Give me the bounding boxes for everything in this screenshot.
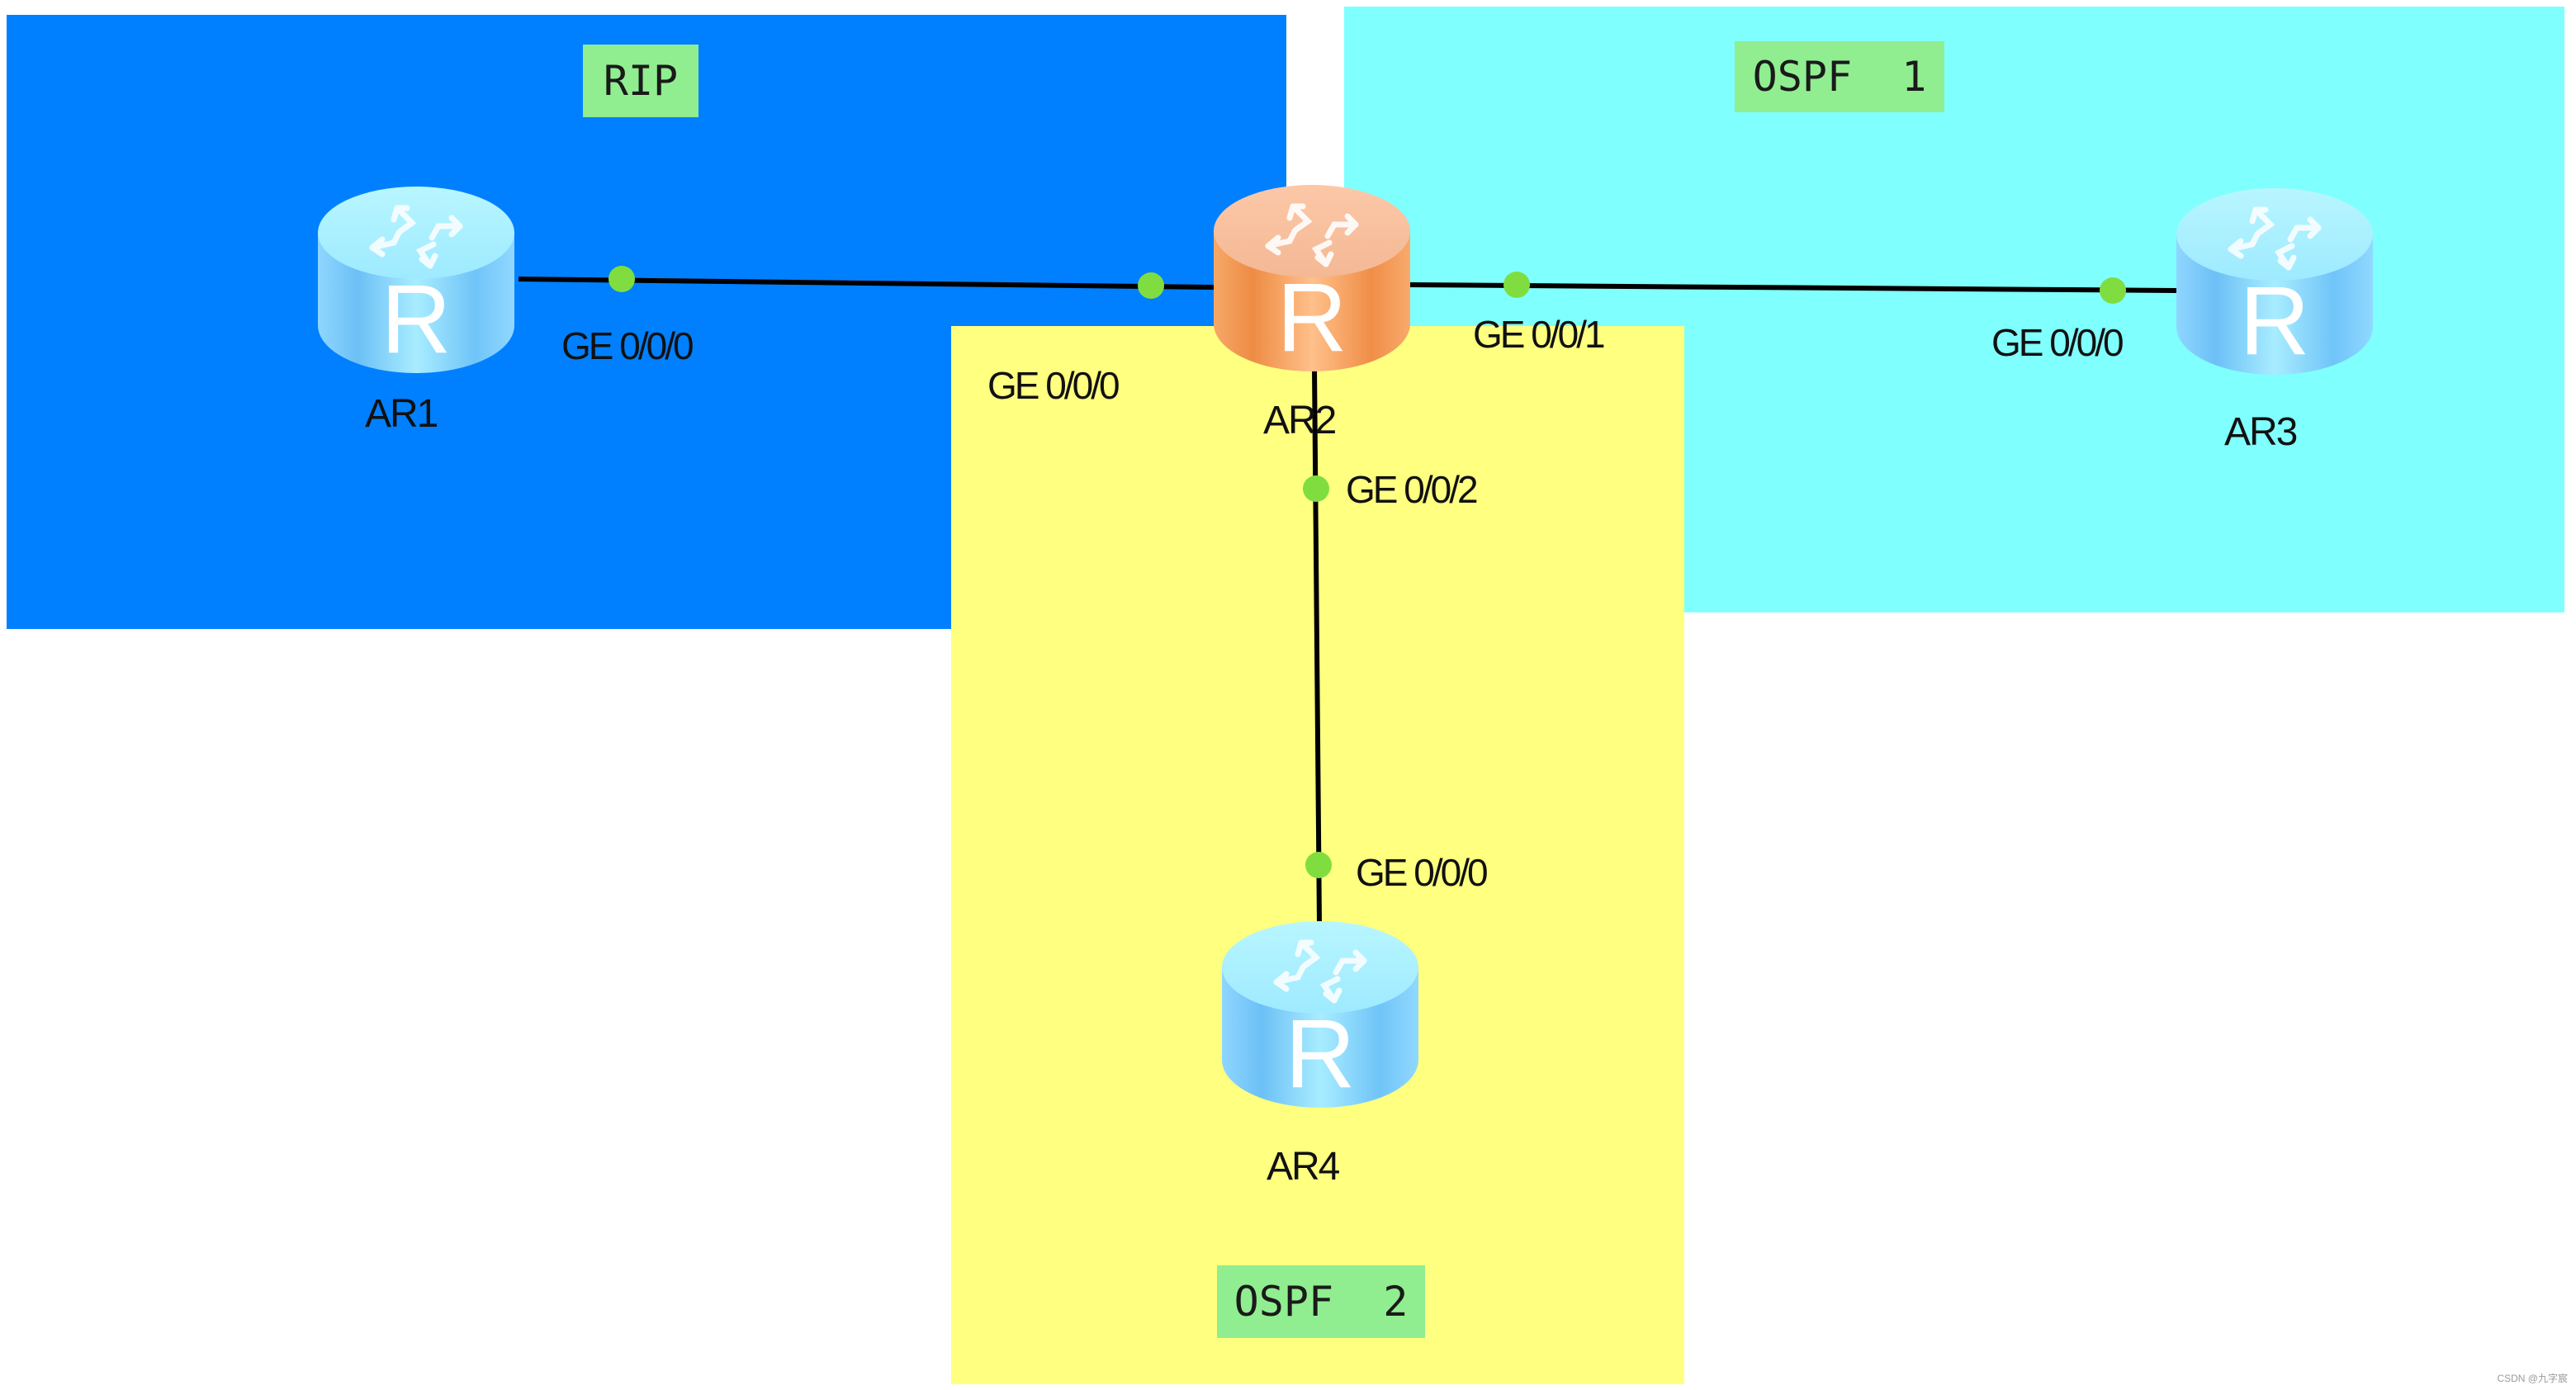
port-label-ar1-ge000: GE 0/0/0 — [561, 324, 694, 367]
port-dot-ar4-ge000[interactable] — [1305, 852, 1332, 878]
port-label-ar3-ge000: GE 0/0/0 — [1991, 321, 2124, 364]
port-label-ar2-ge002: GE 0/0/2 — [1346, 468, 1479, 511]
area-label-ospf2: OSPF 2 — [1217, 1265, 1425, 1338]
port-dot-ar2-ge002[interactable] — [1303, 475, 1329, 502]
port-dot-ar2-ge000[interactable] — [1138, 272, 1164, 299]
router-ar1[interactable]: R — [315, 183, 518, 375]
router-ar3[interactable]: R — [2173, 185, 2376, 376]
area-label-ospf1: OSPF 1 — [1735, 41, 1944, 112]
area-label-rip: RIP — [583, 45, 698, 117]
port-dot-ar1-ge000[interactable] — [608, 266, 635, 292]
port-label-ar2-ge001: GE 0/0/1 — [1473, 313, 1606, 356]
watermark: CSDN @九字宸 — [2497, 1373, 2568, 1384]
port-dot-ar2-ge001[interactable] — [1503, 272, 1530, 298]
router-name-ar4: AR4 — [1267, 1145, 1340, 1189]
router-name-ar3: AR3 — [2224, 410, 2298, 454]
router-glyph: R — [2239, 267, 2309, 376]
router-ar2[interactable]: R — [1210, 182, 1413, 373]
router-icon: R — [318, 187, 514, 374]
link-ar2-ar4[interactable] — [1312, 366, 1322, 925]
port-label-ar4-ge000: GE 0/0/0 — [1356, 851, 1489, 894]
router-icon: R — [2176, 188, 2373, 376]
router-ar4[interactable]: R — [1219, 918, 1422, 1109]
link-ar2-ar3[interactable] — [1408, 282, 2177, 293]
router-glyph: R — [381, 265, 451, 374]
router-icon: R — [1222, 921, 1418, 1109]
router-glyph: R — [1285, 1000, 1355, 1109]
port-dot-ar3-ge000[interactable] — [2100, 277, 2126, 304]
router-name-ar2: AR2 — [1263, 399, 1337, 442]
router-icon: R — [1214, 185, 1410, 372]
port-label-ar2-ge000: GE 0/0/0 — [987, 364, 1120, 407]
router-name-ar1: AR1 — [365, 392, 438, 436]
router-glyph: R — [1276, 263, 1347, 372]
